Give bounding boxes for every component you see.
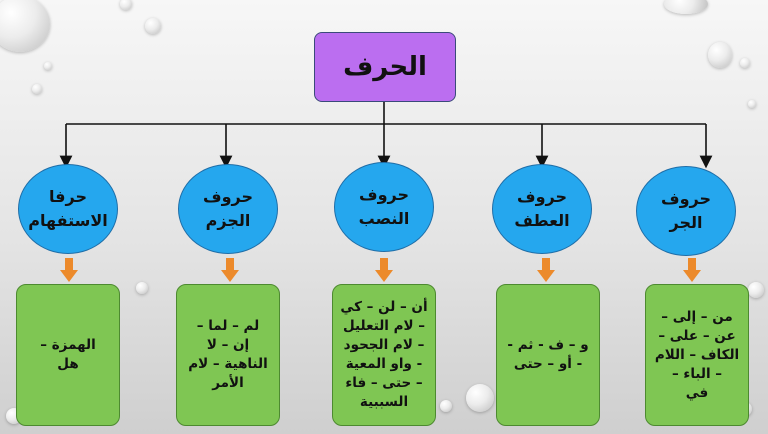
down-arrow-icon <box>375 258 393 282</box>
category-node-preposition: حروف الجر <box>636 166 736 256</box>
water-drop-decoration <box>0 0 50 52</box>
water-drop-decoration <box>466 384 494 412</box>
water-drop-decoration <box>44 62 52 70</box>
examples-box-conjunction: و – ف - ثم - - أو – حتى <box>496 284 600 426</box>
water-drop-decoration <box>120 0 132 10</box>
examples-box-interrogative: الهمزة – هل <box>16 284 120 426</box>
water-drop-decoration <box>440 400 452 412</box>
category-node-interrogative: حرفا الاستفهام <box>18 164 118 254</box>
water-drop-decoration <box>740 58 750 68</box>
category-node-accusative: حروف النصب <box>334 162 434 252</box>
category-node-conjunction: حروف العطف <box>492 164 592 254</box>
examples-box-preposition: من – إلى – عن – على – الكاف – اللام – ال… <box>645 284 749 426</box>
down-arrow-icon <box>537 258 555 282</box>
examples-box-accusative: أن – لن – كي – لام التعليل – لام الجحود … <box>332 284 436 426</box>
category-node-jussive: حروف الجزم <box>178 164 278 254</box>
root-node: الحرف <box>314 32 456 102</box>
down-arrow-icon <box>221 258 239 282</box>
water-drop-decoration <box>145 18 161 34</box>
water-drop-decoration <box>708 42 732 68</box>
water-drop-decoration <box>136 282 148 294</box>
water-drop-decoration <box>32 84 42 94</box>
water-drop-decoration <box>748 100 756 108</box>
down-arrow-icon <box>683 258 701 282</box>
water-drop-decoration <box>748 282 764 298</box>
water-drop-decoration <box>664 0 708 14</box>
down-arrow-icon <box>60 258 78 282</box>
examples-box-jussive: لم – لما – إن – لا الناهية – لام الأمر <box>176 284 280 426</box>
